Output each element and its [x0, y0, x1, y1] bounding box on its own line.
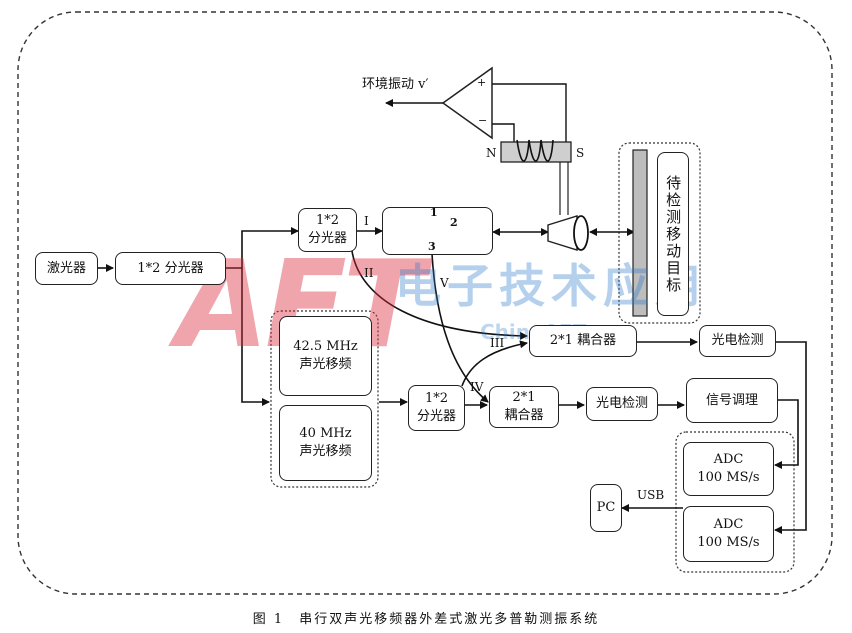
aom-2-line2: 声光移频 [299, 444, 352, 459]
opamp-plus-wire [492, 83, 567, 145]
bottom-splitter-box: 1*2 分光器 [408, 385, 465, 431]
path-label-iv: IV [470, 380, 484, 394]
main-splitter-label: 1*2 分光器 [137, 260, 204, 276]
coil-winding [516, 139, 554, 162]
opamp-minus-label: − [478, 114, 488, 127]
link-path-v [431, 253, 489, 403]
path-label-iii: III [490, 336, 505, 350]
figure-caption: 图 1 串行双声光移频器外差式激光多普勒测振系统 [252, 612, 600, 627]
laser-box: 激光器 [35, 252, 98, 285]
adc-2-box: ADC 100 MS/s [683, 506, 774, 562]
aom-1-line2: 声光移频 [299, 357, 352, 372]
laser-label: 激光器 [46, 260, 86, 276]
aom-1-box: 42.5 MHz 声光移频 [279, 316, 372, 396]
pc-label: PC [596, 500, 616, 516]
adc-group [675, 431, 795, 573]
link-splitter-upper [226, 227, 299, 269]
coupler-bottom-box: 2*1 耦合器 [489, 386, 559, 428]
top-splitter-box: 1*2 分光器 [298, 208, 357, 252]
path-label-i: I [364, 214, 369, 228]
env-vibration-label: 环境振动 v′ [362, 77, 429, 92]
circulator-port3-label: 3 [428, 240, 436, 253]
collimator-lens [573, 215, 589, 251]
photodetector-top-box: 光电检测 [699, 325, 776, 357]
target-label-box: 待检测移动目标 [657, 152, 689, 316]
circulator-port1-label: 1 [430, 206, 438, 219]
aom-group [270, 310, 379, 488]
link-signal-adc1 [774, 399, 799, 469]
aom-2-box: 40 MHz 声光移频 [279, 405, 372, 481]
coupler-bottom-line2: 耦合器 [504, 408, 544, 423]
opamp-plus-label: + [477, 76, 487, 89]
opamp-symbol [441, 66, 493, 140]
bottom-splitter-line1: 1*2 [424, 391, 449, 407]
signal-conditioning-label: 信号调理 [705, 392, 758, 408]
coupler-bottom-line1: 2*1 [512, 390, 536, 406]
opamp-minus-wire [492, 123, 515, 142]
aom-1-line1: 42.5 MHz [293, 339, 358, 355]
adc-2-line2: 100 MS/s [697, 535, 760, 550]
coupler-top-box: 2*1 耦合器 [529, 325, 637, 357]
adc-1-line1: ADC [713, 452, 744, 468]
bottom-splitter-line2: 分光器 [416, 409, 456, 424]
photodetector-top-label: 光电检测 [711, 333, 764, 349]
magnet-n-label: N [486, 146, 497, 160]
pc-box: PC [590, 484, 622, 532]
circulator-box [382, 207, 493, 255]
top-splitter-line2: 分光器 [307, 231, 347, 246]
link-path-ii [351, 250, 528, 340]
path-label-v: V [440, 276, 449, 290]
target-plate [632, 149, 648, 317]
magnet-s-label: S [576, 146, 585, 160]
link-splitter-lower [241, 268, 270, 406]
path-label-ii: II [364, 266, 374, 280]
circulator-port2-label: 2 [450, 216, 458, 229]
top-splitter-line1: 1*2 [315, 213, 340, 229]
photodetector-bottom-box: 光电检测 [586, 387, 658, 421]
main-splitter-box: 1*2 分光器 [115, 252, 226, 285]
photodetector-bottom-label: 光电检测 [595, 396, 648, 412]
system-boundary [17, 11, 833, 595]
target-label: 待检测移动目标 [664, 174, 683, 294]
link-pd-adc2 [774, 341, 807, 534]
signal-conditioning-box: 信号调理 [686, 378, 778, 423]
adc-1-line2: 100 MS/s [697, 470, 760, 485]
coupler-top-label: 2*1 耦合器 [549, 333, 617, 349]
adc-1-box: ADC 100 MS/s [683, 442, 774, 496]
adc-2-line1: ADC [713, 517, 744, 533]
aom-2-line1: 40 MHz [299, 426, 352, 442]
collimator-body [547, 215, 578, 251]
magnet-body [500, 141, 572, 163]
link-path-iv [461, 340, 528, 387]
usb-label: USB [637, 488, 665, 502]
